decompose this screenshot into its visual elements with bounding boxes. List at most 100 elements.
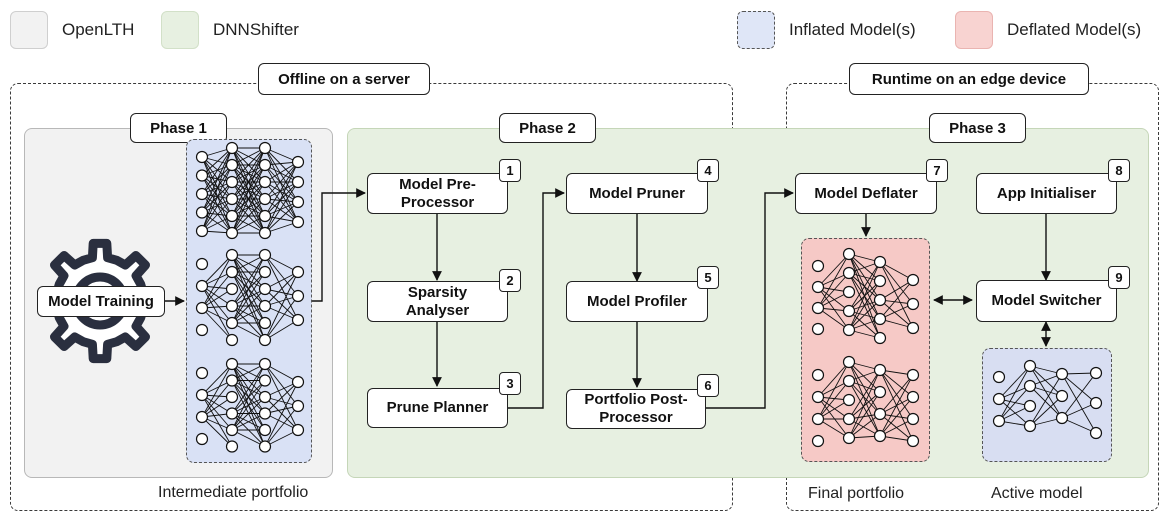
network-edge: [231, 254, 266, 273]
network-edge: [231, 396, 266, 431]
model-deflater-box: Model Deflater: [795, 173, 937, 214]
network-node: [811, 390, 825, 404]
network-edge: [201, 307, 233, 341]
network-node: [225, 390, 239, 404]
network-edge: [998, 365, 1031, 422]
network-edge: [201, 363, 233, 396]
network-node: [225, 374, 239, 387]
app-initialiser-box: App Initialiser: [976, 173, 1117, 214]
legend-swatch-inflated: [737, 11, 775, 49]
network-edge: [848, 391, 881, 420]
network-node: [195, 388, 209, 402]
network-edge: [201, 254, 233, 309]
network-node: [906, 368, 920, 382]
network-node: [195, 366, 209, 380]
network-edge: [1061, 402, 1097, 419]
network-edge: [817, 253, 850, 288]
model-preprocessor-box: Model Pre- Processor: [367, 173, 508, 214]
deflated-network-2: [811, 355, 920, 448]
network-edge: [879, 299, 914, 329]
network-edge: [231, 413, 266, 431]
phase3-tag: Phase 3: [929, 113, 1026, 143]
network-edge: [231, 147, 266, 234]
network-edge: [264, 413, 299, 431]
arrow-planner-to-pruner: [508, 188, 565, 409]
network-node: [225, 407, 239, 420]
inflated-network-3: [195, 357, 305, 453]
network-edge: [231, 215, 266, 234]
network-edge: [201, 285, 233, 324]
network-node: [225, 299, 239, 313]
network-edge: [879, 374, 914, 437]
network-edge: [848, 261, 881, 331]
network-edge: [998, 398, 1031, 427]
prune-planner-box: Prune Planner: [367, 388, 508, 428]
network-edge: [264, 429, 299, 447]
network-node: [811, 368, 825, 382]
final-portfolio-caption: Final portfolio: [808, 485, 905, 502]
network-edge: [201, 156, 233, 183]
network-node: [291, 155, 305, 169]
network-node: [1055, 389, 1069, 403]
network-edge: [879, 261, 914, 329]
network-edge: [848, 391, 881, 439]
network-node: [258, 175, 272, 189]
network-node: [992, 370, 1006, 384]
network-edge: [201, 164, 233, 232]
network-node: [1023, 399, 1037, 413]
network-node: [992, 392, 1006, 406]
network-edge: [879, 396, 914, 437]
network-node: [873, 385, 887, 399]
network-node: [842, 266, 856, 280]
legend-label-dnnshifter: DNNShifter: [213, 20, 299, 39]
network-edge: [264, 381, 299, 447]
sparsity-analyser-box: Sparsity Analyser: [367, 281, 508, 322]
network-edge: [264, 271, 299, 341]
network-node: [842, 304, 856, 318]
network-edge: [201, 416, 233, 447]
network-edge: [817, 380, 850, 420]
network-edge: [201, 193, 233, 234]
network-edge: [231, 288, 266, 324]
network-edge: [264, 319, 299, 341]
network-edge: [848, 380, 881, 415]
network-node: [873, 274, 887, 288]
network-node: [873, 293, 887, 307]
network-node: [906, 273, 920, 287]
network-node: [291, 265, 305, 279]
network-edge: [231, 147, 266, 217]
network-node: [811, 259, 825, 273]
network-edge: [1029, 373, 1063, 427]
network-node: [195, 169, 209, 182]
network-node: [258, 407, 272, 420]
network-node: [1023, 379, 1037, 393]
network-edge: [848, 361, 881, 393]
network-node: [873, 255, 887, 269]
network-edge: [201, 363, 233, 418]
network-node: [258, 141, 272, 155]
network-node: [291, 399, 305, 413]
inflated-network-1: [195, 141, 305, 240]
network-edge: [848, 361, 881, 437]
network-edge: [201, 380, 233, 418]
network-node: [906, 321, 920, 335]
network-edge: [1061, 417, 1097, 434]
network-edge: [201, 198, 233, 232]
network-edge: [817, 361, 850, 420]
network-node: [195, 279, 209, 293]
network-edge: [848, 280, 881, 331]
network-node: [225, 357, 239, 371]
model-training-box: Model Training: [37, 286, 165, 317]
network-node: [258, 390, 272, 404]
network-edge: [264, 201, 299, 234]
network-node: [258, 333, 272, 347]
network-edge: [201, 156, 233, 217]
network-edge: [879, 418, 914, 437]
network-node: [842, 431, 856, 445]
intermediate-portfolio-caption: Intermediate portfolio: [158, 484, 309, 501]
model-switcher-box: Model Switcher: [976, 280, 1117, 322]
network-node: [258, 423, 272, 437]
network-node: [195, 432, 209, 446]
network-node: [291, 215, 305, 229]
